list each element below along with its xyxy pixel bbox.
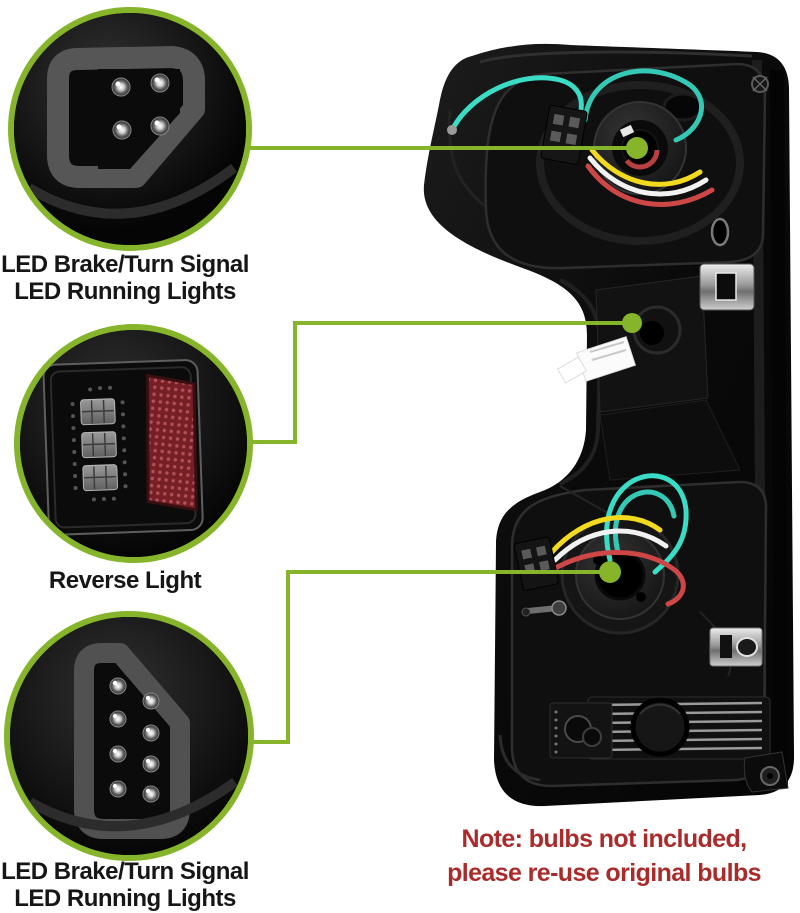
mounting-stud [521,600,567,617]
red-reflector [146,373,198,512]
note-line2: please re-use original bulbs [447,859,761,887]
callout-label-reverse: Reverse Light [0,567,250,594]
mounting-tab [743,751,789,793]
reverse-socket-panel [595,275,741,481]
upper-wiring-harness [447,68,715,207]
lower-wiring-harness [549,473,689,607]
leader-dot-lower [599,561,621,583]
lower-label-line2: LED Running Lights [14,885,236,912]
leader-line-reverse [250,321,632,444]
reverse-led-chips [80,398,119,492]
callout-circle-upper-brake [8,7,252,251]
callout-label-lower: LED Brake/Turn Signal LED Running Lights [0,858,250,912]
callout-circle-lower-brake [4,611,254,861]
diode-dot-columns [70,385,128,502]
reverse-label-line1: Reverse Light [48,567,202,594]
side-marker-box [549,702,613,759]
callout-circle-reverse [14,324,253,563]
note-line1: Note: bulbs not included, [461,825,748,853]
leader-dot-upper [626,137,648,159]
reverse-light-closeup [20,330,247,557]
leader-line-lower [251,570,610,744]
corner-screw [751,75,769,93]
upper-brake-closeup [14,13,246,245]
vent-grille [587,696,771,760]
led-diodes-upper [111,73,170,140]
upper-label-line2: LED Running Lights [14,278,236,305]
bulbs-note: Note: bulbs not included, please re-use … [404,822,800,890]
grommet-knob [630,697,690,757]
retaining-clip-upper [699,263,755,311]
led-diodes-lower [109,677,160,803]
leader-dot-reverse [622,313,642,333]
lower-label-line1: LED Brake/Turn Signal [1,858,249,885]
lower-brake-closeup [10,617,248,855]
upper-label-line1: LED Brake/Turn Signal [1,251,249,278]
reverse-bulb-tag [556,336,636,384]
callout-label-upper: LED Brake/Turn Signal LED Running Lights [0,251,250,305]
retaining-clip-lower [709,627,763,667]
